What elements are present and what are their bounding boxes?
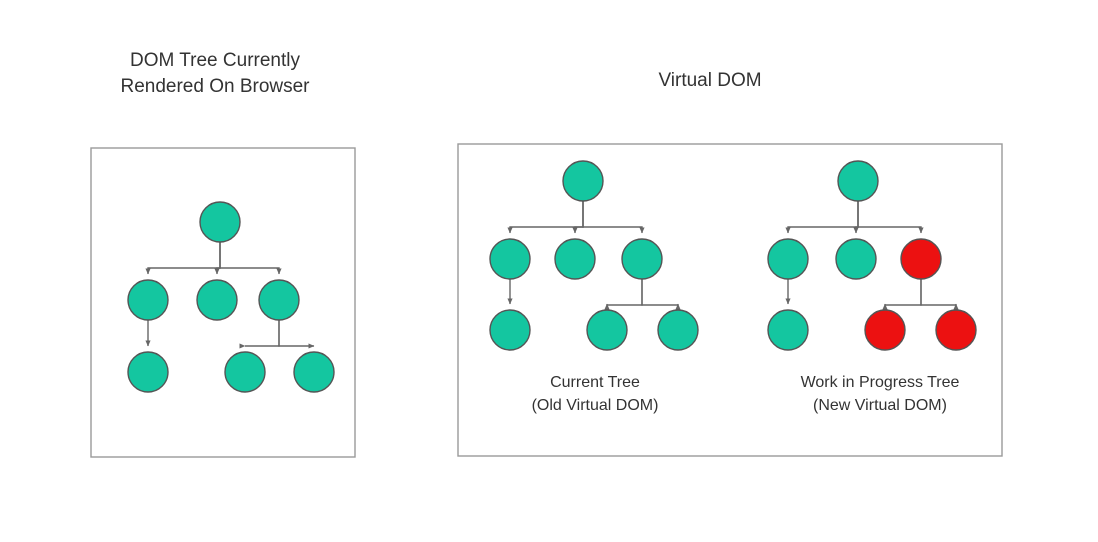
tree-node-teal[interactable] xyxy=(127,351,169,393)
tree-node-red[interactable] xyxy=(900,238,942,280)
tree-edge xyxy=(857,201,924,234)
tree-node-teal[interactable] xyxy=(657,309,699,351)
tree-node-red[interactable] xyxy=(864,309,906,351)
tree-node-teal[interactable] xyxy=(258,279,300,321)
tree-edge xyxy=(920,279,959,310)
tree-node-teal[interactable] xyxy=(199,201,241,243)
page-title-virtual-dom: Virtual DOM xyxy=(658,70,762,91)
tree-node-teal[interactable] xyxy=(196,279,238,321)
tree-node-teal[interactable] xyxy=(293,351,335,393)
nodes-layer xyxy=(127,160,977,393)
tree-node-red[interactable] xyxy=(935,309,977,351)
tree-edge xyxy=(582,201,645,234)
tree-node-teal[interactable] xyxy=(837,160,879,202)
page-title-browser-dom: DOM Tree Currently Rendered On Browser xyxy=(120,50,310,97)
tree-node-teal[interactable] xyxy=(586,309,628,351)
tree-node-teal[interactable] xyxy=(835,238,877,280)
caption-current-tree: Current Tree (Old Virtual DOM) xyxy=(531,374,659,414)
tree-node-teal[interactable] xyxy=(489,238,531,280)
tree-node-teal[interactable] xyxy=(767,309,809,351)
caption-work-in-progress-tree: Work in Progress Tree (New Virtual DOM) xyxy=(800,374,960,414)
tree-node-teal[interactable] xyxy=(621,238,663,280)
virtual-dom-panel xyxy=(457,143,1003,457)
tree-edge xyxy=(278,320,315,349)
tree-node-teal[interactable] xyxy=(554,238,596,280)
tree-node-teal[interactable] xyxy=(127,279,169,321)
tree-edge xyxy=(219,242,282,275)
tree-edge xyxy=(641,279,681,310)
tree-node-teal[interactable] xyxy=(489,309,531,351)
tree-node-teal[interactable] xyxy=(224,351,266,393)
tree-node-teal[interactable] xyxy=(767,238,809,280)
edges-layer xyxy=(145,201,959,349)
tree-node-teal[interactable] xyxy=(562,160,604,202)
